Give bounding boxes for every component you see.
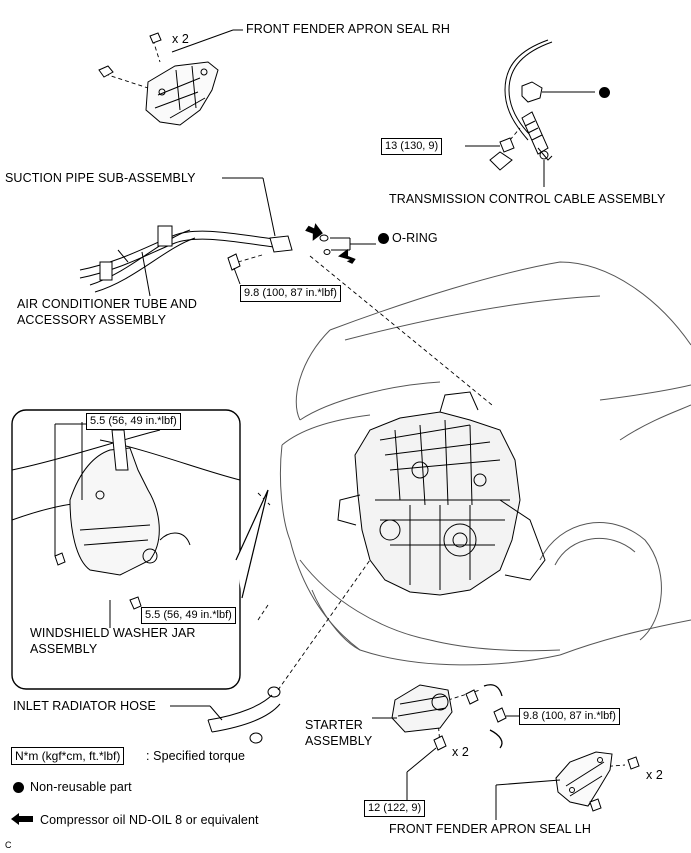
label-transmission-control-cable: TRANSMISSION CONTROL CABLE ASSEMBLY [389, 192, 666, 206]
engine-assembly-illustration [337, 391, 546, 596]
o-ring-illustration [319, 234, 376, 255]
torque-box-washer-top: 5.5 (56, 49 in.*lbf) [86, 413, 181, 430]
nonreusable-dot-icon [599, 87, 610, 98]
inlet-radiator-hose-illustration [170, 686, 281, 744]
torque-box-starter-bottom: 12 (122, 9) [364, 800, 426, 817]
starter-illustration [372, 684, 520, 800]
label-ac-tube-line2: ACCESSORY ASSEMBLY [17, 313, 167, 327]
legend-torque-box: N*m (kgf*cm, ft.*lbf) [11, 747, 125, 765]
torque-box-starter-right: 9.8 (100, 87 in.*lbf) [519, 708, 620, 725]
legend-compressor-oil-arrow-icon [11, 813, 33, 825]
label-fender-apron-seal-lh: FRONT FENDER APRON SEAL LH [389, 822, 591, 836]
torque-box-washer-bottom: 5.5 (56, 49 in.*lbf) [141, 607, 236, 624]
label-x2-top: x 2 [172, 32, 189, 46]
label-washer-jar-line1: WINDSHIELD WASHER JAR [30, 626, 196, 640]
label-ac-tube-line1: AIR CONDITIONER TUBE AND [17, 297, 197, 311]
legend-compressor-oil-text: Compressor oil ND-OIL 8 or equivalent [40, 813, 259, 827]
label-x2-starter: x 2 [452, 745, 469, 759]
nonreusable-dot-icon [378, 233, 389, 244]
label-fender-apron-seal-rh: FRONT FENDER APRON SEAL RH [246, 22, 451, 36]
legend-torque-text: : Specified torque [146, 749, 246, 763]
label-suction-pipe: SUCTION PIPE SUB-ASSEMBLY [5, 171, 196, 185]
label-inlet-radiator-hose: INLET RADIATOR HOSE [13, 699, 156, 713]
compressor-oil-arrow-icon [305, 223, 356, 264]
suction-pipe-illustration [79, 177, 293, 297]
label-starter-line2: ASSEMBLY [305, 734, 373, 748]
torque-box-suction-pipe: 9.8 (100, 87 in.*lbf) [240, 285, 341, 302]
label-washer-jar-line2: ASSEMBLY [30, 642, 98, 656]
label-x2-lh: x 2 [646, 768, 663, 782]
legend-nonreusable-text: Non-reusable part [30, 780, 132, 794]
transmission-control-cable-illustration [465, 39, 595, 187]
legend-nonreusable-dot-icon [13, 782, 24, 793]
label-o-ring: O-RING [392, 231, 438, 245]
label-starter-line1: STARTER [305, 718, 363, 732]
fender-apron-seal-rh-illustration [98, 29, 243, 126]
corner-code: C [5, 840, 12, 850]
inset-pointer [235, 489, 269, 599]
car-body-outline [279, 261, 691, 666]
fender-apron-seal-lh-illustration [495, 751, 640, 820]
torque-box-trans-cable: 13 (130, 9) [381, 138, 443, 155]
